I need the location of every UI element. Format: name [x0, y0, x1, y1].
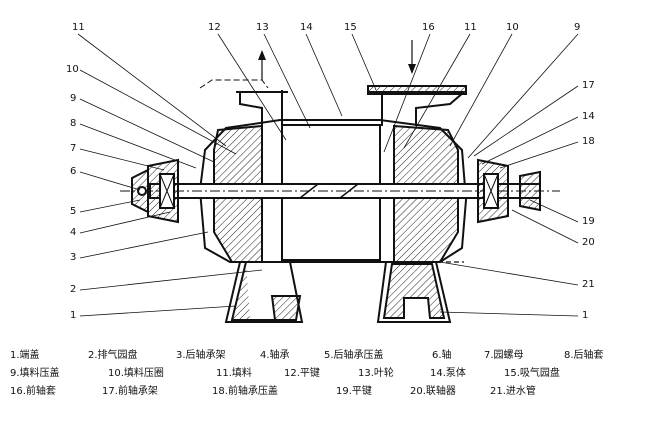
- legend-row-3: 16.前轴套 17.前轴承架 18.前轴承压盖 19.平键 20.联轴器 21.…: [10, 383, 644, 401]
- main-casing-outline: [198, 119, 468, 263]
- suction-port: [368, 91, 467, 126]
- callout-top-1: 11: [72, 22, 85, 33]
- right-support-outline: [376, 261, 452, 323]
- callout-numbers-right: 17 14 18 19 20 21 1: [582, 80, 595, 321]
- callout-right-6: 21: [582, 279, 595, 290]
- callout-left-7: 4: [70, 227, 76, 238]
- callout-right-7: 1: [582, 310, 588, 321]
- pump-cross-section-diagram: 11 12 13 14 15 16 11 10 9 10 9 8 7 6 5 4…: [66, 22, 595, 323]
- callout-numbers-left: 10 9 8 7 6 5 4 3 2 1: [66, 64, 79, 321]
- callout-left-5: 6: [70, 166, 76, 177]
- legend-item: 13.叶轮: [358, 368, 394, 379]
- legend-row-2: 9.填料压盖 10.填料压圈 11.填料 12.平键 13.叶轮 14.泵体 1…: [10, 365, 644, 383]
- legend-item: 16.前轴套: [10, 386, 56, 397]
- callout-right-5: 20: [582, 237, 595, 248]
- callout-left-3: 8: [70, 118, 76, 129]
- parts-legend: 1.端盖 2.排气园盘 3.后轴承架 4.轴承 5.后轴承压盖 6.轴 7.园螺…: [10, 347, 644, 401]
- callout-right-2: 14: [582, 111, 595, 122]
- legend-item: 14.泵体: [430, 368, 466, 379]
- legend-item: 3.后轴承架: [176, 350, 226, 361]
- callout-left-9: 2: [70, 284, 76, 295]
- callout-top-7: 11: [464, 22, 477, 33]
- left-support-foot: [230, 261, 302, 321]
- legend-row-1: 1.端盖 2.排气园盘 3.后轴承架 4.轴承 5.后轴承压盖 6.轴 7.园螺…: [10, 347, 644, 365]
- legend-item: 9.填料压盖: [10, 368, 60, 379]
- callout-top-9: 9: [574, 22, 580, 33]
- callout-right-3: 18: [582, 136, 595, 147]
- legend-item: 7.园螺母: [484, 350, 524, 361]
- callout-top-3: 13: [256, 22, 269, 33]
- callout-left-4: 7: [70, 143, 76, 154]
- left-support-outline: [224, 261, 304, 323]
- legend-item: 11.填料: [216, 368, 252, 379]
- callout-top-8: 10: [506, 22, 519, 33]
- coupling: [519, 170, 541, 212]
- callout-top-6: 16: [422, 22, 435, 33]
- callout-left-10: 1: [70, 310, 76, 321]
- legend-item: 21.进水管: [490, 386, 536, 397]
- legend-item: 15.吸气园盘: [504, 368, 560, 379]
- legend-item: 1.端盖: [10, 350, 40, 361]
- callout-left-6: 5: [70, 206, 76, 217]
- callout-left-1: 10: [66, 64, 79, 75]
- pump-body-drawing: [120, 40, 560, 323]
- legend-item: 6.轴: [432, 350, 452, 361]
- callout-left-2: 9: [70, 93, 76, 104]
- callout-right-4: 19: [582, 216, 595, 227]
- legend-item: 4.轴承: [260, 350, 290, 361]
- legend-item: 19.平键: [336, 386, 372, 397]
- callout-right-1: 17: [582, 80, 595, 91]
- discharge-port: [236, 90, 288, 126]
- legend-item: 20.联轴器: [410, 386, 456, 397]
- legend-item: 8.后轴套: [564, 350, 604, 361]
- legend-item: 2.排气园盘: [88, 350, 138, 361]
- legend-item: 18.前轴承压盖: [212, 386, 278, 397]
- callout-leader-lines: [77, 33, 579, 317]
- legend-item: 17.前轴承架: [102, 386, 158, 397]
- callout-top-5: 15: [344, 22, 357, 33]
- callout-top-2: 12: [208, 22, 221, 33]
- callout-numbers-top: 11 12 13 14 15 16 11 10 9: [72, 22, 580, 33]
- right-support-foot: [382, 263, 446, 319]
- legend-item: 10.填料压圈: [108, 368, 164, 379]
- legend-item: 5.后轴承压盖: [324, 350, 384, 361]
- callout-top-4: 14: [300, 22, 313, 33]
- callout-left-8: 3: [70, 252, 76, 263]
- legend-item: 12.平键: [284, 368, 320, 379]
